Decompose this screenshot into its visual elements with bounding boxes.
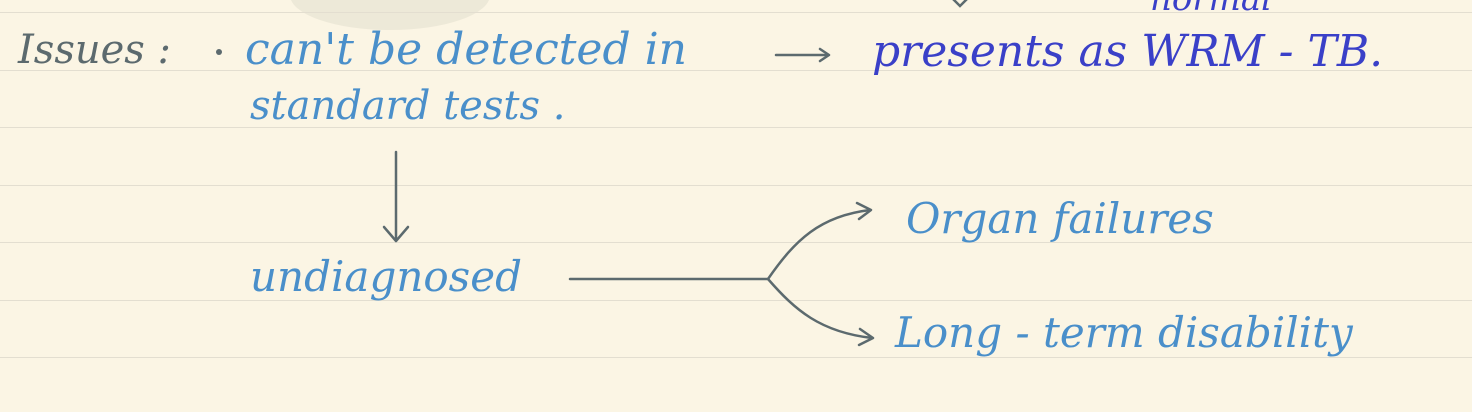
organ-failures-text: Organ failures	[906, 194, 1214, 243]
bullet-dot	[216, 49, 222, 55]
ruled-line	[0, 12, 1472, 13]
disability-text: Long - term disability	[895, 308, 1353, 357]
ruled-line	[0, 70, 1472, 71]
right-arrow-icon	[774, 47, 831, 63]
presents-as-text: presents as WRM - TB.	[872, 26, 1384, 77]
ruled-line	[0, 127, 1472, 128]
branch-up-arrow-icon	[766, 201, 873, 281]
top-cut-text: normal	[1150, 0, 1272, 16]
ruled-line	[0, 357, 1472, 358]
issue-point-line2: standard tests .	[250, 83, 566, 129]
issues-label: Issues :	[18, 27, 172, 73]
top-cut-arrow	[952, 0, 968, 8]
down-arrow-icon	[382, 150, 410, 243]
ruled-line	[0, 300, 1472, 301]
ruled-line	[0, 242, 1472, 243]
ruled-line	[0, 185, 1472, 186]
undiagnosed-text: undiagnosed	[250, 252, 522, 301]
branch-down-arrow-icon	[766, 277, 875, 347]
issue-point-line1: can't be detected in	[245, 24, 688, 75]
